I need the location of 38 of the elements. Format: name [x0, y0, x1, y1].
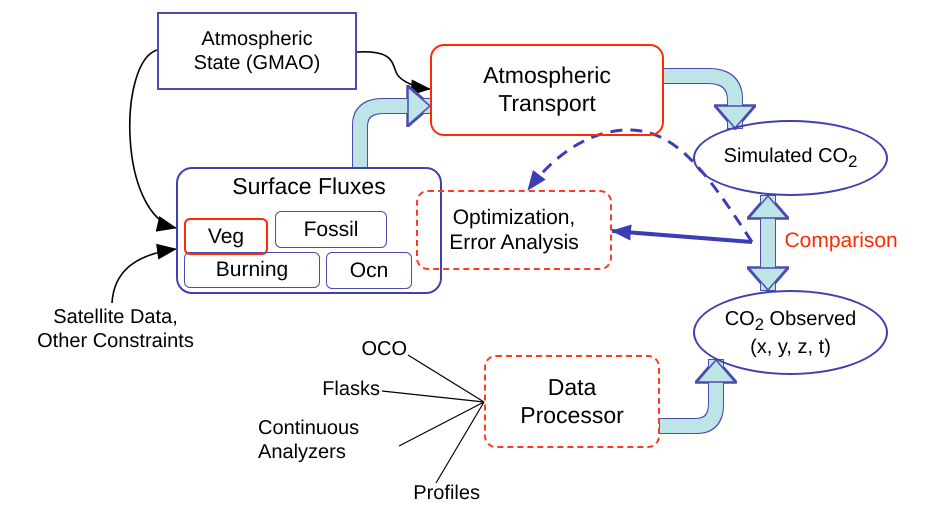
node-label: Data Processor	[520, 374, 624, 430]
component-box	[275, 211, 387, 248]
node-label: Simulated CO$_{2}$	[724, 144, 858, 172]
node-label: Fossil	[304, 216, 358, 242]
connector-line	[382, 390, 484, 403]
source-label: Continuous Analyzers	[258, 416, 398, 472]
node-label: Ocn	[350, 258, 388, 284]
component-box	[184, 252, 320, 288]
block-arrow	[664, 69, 755, 129]
process-box	[430, 44, 664, 136]
node-label: Burning	[216, 257, 288, 283]
connector-line	[435, 402, 485, 484]
dashed-arrow	[526, 128, 754, 243]
node-label: Atmospheric State (GMAO)	[192, 27, 322, 75]
data-ellipse	[693, 290, 888, 375]
node-label: Optimization, Error Analysis	[448, 204, 580, 256]
source-label: OCO	[345, 337, 407, 363]
component-box	[184, 218, 268, 255]
process-box	[484, 355, 660, 448]
arrow	[129, 49, 177, 229]
node-label: Atmospheric Transport	[482, 62, 612, 118]
arrow	[356, 51, 431, 95]
block-arrow	[611, 224, 752, 244]
process-box	[416, 190, 612, 270]
arrow	[111, 244, 177, 304]
connector-line	[408, 354, 484, 402]
source-label: Satellite Data, Other Constraints	[28, 305, 203, 363]
block-arrow	[748, 195, 788, 291]
group-box	[176, 167, 442, 294]
connector-line	[398, 401, 484, 447]
node-label: Surface Fluxes	[232, 173, 386, 201]
data-ellipse	[693, 120, 888, 196]
source-label: Flasks	[300, 377, 380, 403]
component-box	[326, 252, 412, 289]
process-box	[157, 12, 357, 90]
node-label: CO$_{2}$ Observed (x, y, z, t)	[724, 306, 858, 358]
source-label: Profiles	[390, 481, 480, 507]
node-label: Veg	[208, 224, 244, 250]
